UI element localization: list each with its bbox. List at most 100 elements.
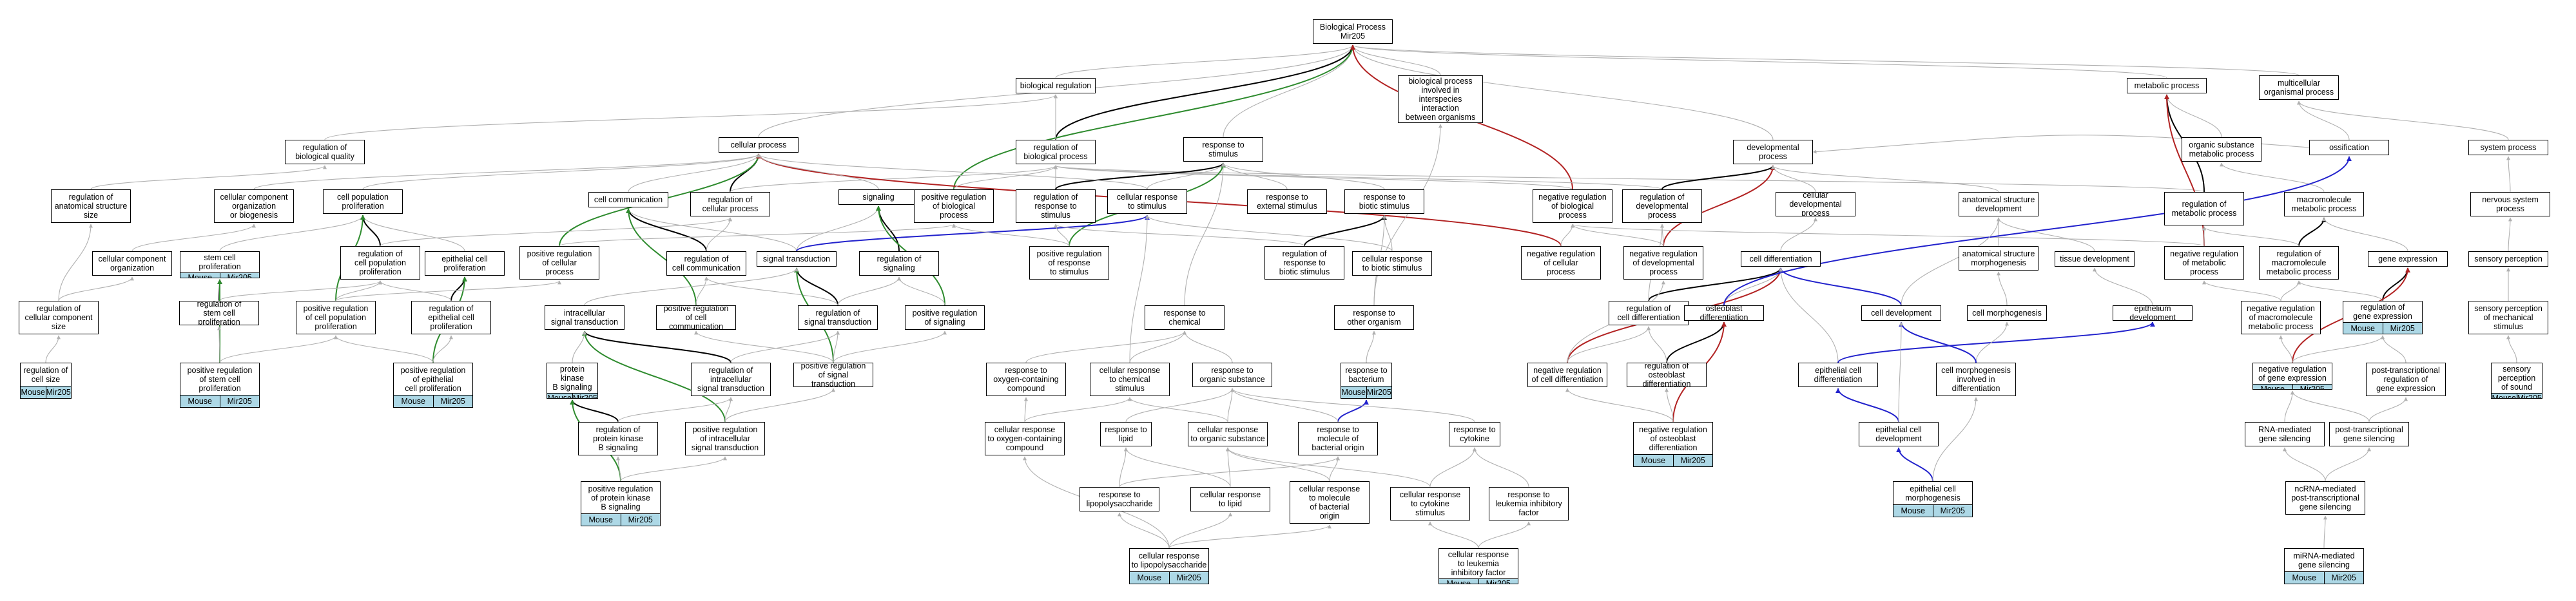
go-term-odiff[interactable]: osteoblast differentiation <box>1684 305 1764 321</box>
go-term-nrbp[interactable]: negative regulation of biological proces… <box>1533 189 1612 223</box>
go-term-prsig[interactable]: positive regulation of signaling <box>905 305 985 330</box>
go-term-crcyt[interactable]: cellular response to cytokine stimulus <box>1390 487 1470 520</box>
go-term-osmp[interactable]: organic substance metabolic process <box>2182 137 2261 162</box>
go-term-prrts[interactable]: positive regulation of response to stimu… <box>1029 246 1109 280</box>
go-term-multi[interactable]: multicellular organismal process <box>2259 75 2339 100</box>
go-term-crtl[interactable]: cellular response to lipid <box>1190 487 1270 511</box>
go-term-cmdiff[interactable]: cell morphogenesis involved in different… <box>1936 363 2016 396</box>
go-term-crbs[interactable]: cellular response to biotic stimulus <box>1352 251 1432 276</box>
go-term-rtc[interactable]: response to chemical <box>1145 305 1225 330</box>
go-term-rtl[interactable]: response to lipid <box>1100 422 1152 446</box>
go-term-rtmbo[interactable]: response to molecule of bacterial origin <box>1298 422 1378 455</box>
go-term-bpio[interactable]: biological process involved in interspec… <box>1398 75 1483 123</box>
go-term-gexp[interactable]: gene expression <box>2368 251 2448 267</box>
go-term-rtoo[interactable]: response to other organism <box>1334 305 1414 330</box>
go-term-rcdiff[interactable]: regulation of cell differentiation <box>1609 301 1689 325</box>
go-term-nrcp[interactable]: negative regulation of cellular process <box>1521 246 1601 280</box>
go-term-bp[interactable]: Biological Process Mir205 <box>1313 19 1393 44</box>
go-term-crlif[interactable]: cellular response to leukemia inhibitory… <box>1438 548 1518 584</box>
go-term-precp[interactable]: positive regulation of epithelial cell p… <box>393 363 473 408</box>
go-term-nrmmp[interactable]: negative regulation of macromolecule met… <box>2241 301 2321 334</box>
go-term-cellp[interactable]: cellular process <box>719 137 799 153</box>
go-term-sysp[interactable]: system process <box>2468 140 2548 155</box>
go-term-rnagsl[interactable]: RNA-mediated gene silencing <box>2245 422 2325 446</box>
go-term-rtos[interactable]: response to organic substance <box>1192 363 1272 387</box>
go-term-prst[interactable]: positive regulation of signal transducti… <box>793 363 873 387</box>
go-term-rbp[interactable]: regulation of biological process <box>1016 140 1096 164</box>
go-term-cdiff[interactable]: cell differentiation <box>1741 251 1821 267</box>
go-term-metab[interactable]: metabolic process <box>2127 78 2207 93</box>
go-term-tdev[interactable]: tissue development <box>2055 251 2135 267</box>
go-term-prbp[interactable]: positive regulation of biological proces… <box>914 189 994 223</box>
go-term-recp[interactable]: regulation of epithelial cell proliferat… <box>411 301 491 334</box>
go-term-rscp[interactable]: regulation of stem cell proliferation <box>179 301 259 325</box>
go-term-rtbs[interactable]: response to biotic stimulus <box>1344 189 1424 214</box>
go-term-rist[interactable]: regulation of intracellular signal trans… <box>691 363 771 396</box>
go-term-ptrge[interactable]: post-transcriptional regulation of gene … <box>2366 363 2446 396</box>
go-term-cdp[interactable]: cellular developmental process <box>1776 192 1855 216</box>
go-term-sig[interactable]: signaling <box>838 189 918 205</box>
go-term-rodiff[interactable]: regulation of osteoblast differentiation <box>1627 363 1707 387</box>
go-term-ist[interactable]: intracellular signal transduction <box>545 305 625 330</box>
go-term-rmp[interactable]: regulation of metabolic process <box>2164 192 2244 225</box>
go-term-rcpp[interactable]: regulation of cell population proliferat… <box>340 246 420 280</box>
go-term-prist[interactable]: positive regulation of intracellular sig… <box>685 422 765 455</box>
go-term-ecdev[interactable]: epithelial cell development <box>1859 422 1939 446</box>
go-term-devp[interactable]: developmental process <box>1733 140 1813 164</box>
go-term-nrodiff[interactable]: negative regulation of osteoblast differ… <box>1633 422 1713 467</box>
go-term-prcp[interactable]: positive regulation of cellular process <box>519 246 599 280</box>
go-term-crtooc[interactable]: cellular response to oxygen-containing c… <box>985 422 1065 455</box>
go-term-comm[interactable]: cell communication <box>588 192 668 207</box>
go-term-nrmp[interactable]: negative regulation of metabolic process <box>2164 246 2244 280</box>
go-term-cdev[interactable]: cell development <box>1861 305 1941 321</box>
go-term-ccob[interactable]: cellular component organization or bioge… <box>214 189 294 223</box>
go-term-mmp[interactable]: macromolecule metabolic process <box>2284 192 2364 216</box>
go-term-crts[interactable]: cellular response to stimulus <box>1107 189 1187 214</box>
go-term-prpkbs[interactable]: positive regulation of protein kinase B … <box>581 481 661 526</box>
go-term-rrts[interactable]: regulation of response to stimulus <box>1016 189 1096 223</box>
go-term-rpkbs[interactable]: regulation of protein kinase B signaling <box>578 422 658 455</box>
go-term-crmbo[interactable]: cellular response to molecule of bacteri… <box>1290 481 1370 524</box>
go-term-prcomm[interactable]: positive regulation of cell communicatio… <box>656 305 736 330</box>
go-term-rts[interactable]: response to stimulus <box>1183 137 1263 162</box>
go-term-edev[interactable]: epithelium development <box>2113 305 2193 321</box>
go-term-crtos[interactable]: cellular response to organic substance <box>1188 422 1268 446</box>
go-term-ecp[interactable]: epithelial cell proliferation <box>425 251 505 276</box>
go-term-rtlif[interactable]: response to leukemia inhibitory factor <box>1489 487 1569 520</box>
go-term-cco[interactable]: cellular component organization <box>92 251 172 276</box>
go-term-prcpp[interactable]: positive regulation of cell population p… <box>296 301 376 334</box>
go-term-st[interactable]: signal transduction <box>757 251 837 267</box>
go-term-sensp[interactable]: sensory perception <box>2468 251 2548 267</box>
go-term-rtooc[interactable]: response to oxygen-containing compound <box>986 363 1066 396</box>
go-term-rrbs[interactable]: regulation of response to biotic stimulu… <box>1264 246 1344 280</box>
go-term-cpp[interactable]: cell population proliferation <box>323 189 403 214</box>
go-term-rass[interactable]: regulation of anatomical structure size <box>51 189 131 223</box>
go-term-rbq[interactable]: regulation of biological quality <box>285 140 365 164</box>
go-term-cmorph[interactable]: cell morphogenesis <box>1967 305 2047 321</box>
go-term-ossif[interactable]: ossification <box>2309 140 2389 155</box>
go-term-rtlps[interactable]: response to lipopolysaccharide <box>1080 487 1159 511</box>
go-term-crcs[interactable]: cellular response to chemical stimulus <box>1090 363 1170 396</box>
go-term-asm[interactable]: anatomical structure morphogenesis <box>1959 246 2039 271</box>
go-term-rsig[interactable]: regulation of signaling <box>859 251 939 276</box>
go-term-rmmp[interactable]: regulation of macromolecule metabolic pr… <box>2259 246 2339 280</box>
go-term-prscp[interactable]: positive regulation of stem cell prolife… <box>180 363 260 408</box>
go-term-ncrna[interactable]: ncRNA-mediated post-transcriptional gene… <box>2285 481 2365 515</box>
go-term-breg[interactable]: biological regulation <box>1016 78 1096 93</box>
go-term-spms[interactable]: sensory perception of mechanical stimulu… <box>2468 301 2548 334</box>
go-term-rccs[interactable]: regulation of cellular component size <box>19 301 99 334</box>
go-term-ptgsl[interactable]: post-transcriptional gene silencing <box>2329 422 2409 446</box>
go-term-nrdp[interactable]: negative regulation of developmental pro… <box>1623 246 1703 280</box>
go-term-rcp[interactable]: regulation of cellular process <box>690 192 770 216</box>
go-term-asd[interactable]: anatomical structure development <box>1959 192 2039 216</box>
go-term-rcomm[interactable]: regulation of cell communication <box>666 251 746 276</box>
